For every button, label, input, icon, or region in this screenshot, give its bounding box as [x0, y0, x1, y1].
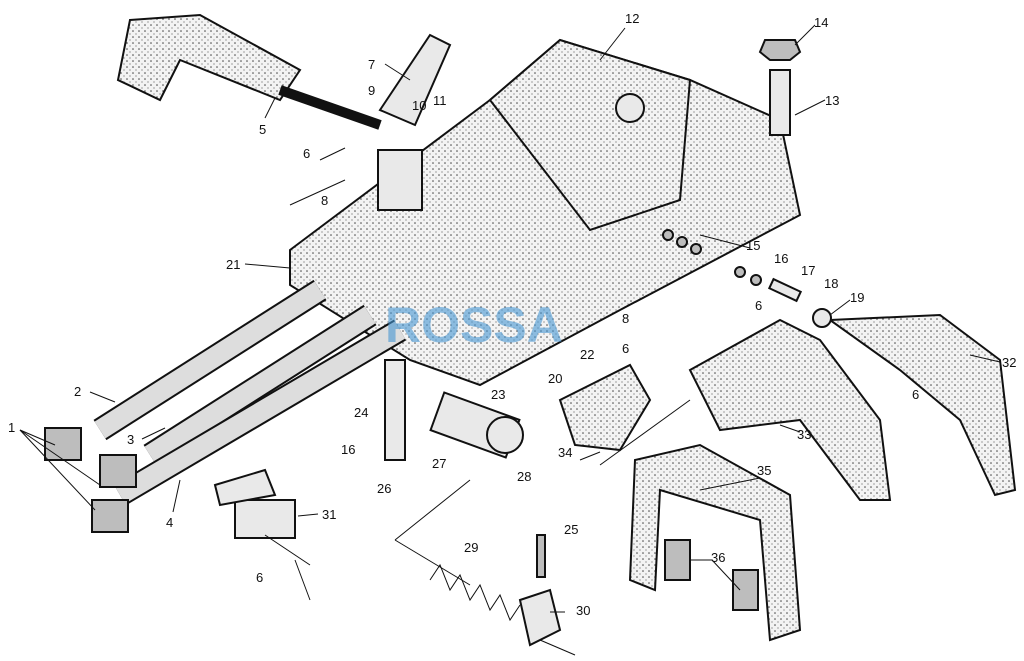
callout-10: 10: [412, 98, 427, 113]
shift-fork-33: [688, 318, 892, 501]
rod-caps: [44, 427, 137, 533]
callout-30: 30: [576, 603, 591, 618]
callout-3: 3: [127, 432, 135, 447]
callout-9: 9: [368, 83, 376, 98]
block-36b: [732, 569, 759, 611]
callout-33: 33: [797, 427, 812, 442]
boss-28: [486, 416, 524, 454]
block-36a: [664, 539, 691, 581]
plug-19: [812, 308, 832, 328]
detent-balls: [662, 229, 762, 286]
callout-6e: 6: [256, 570, 264, 585]
spring-29: [429, 563, 521, 622]
callout-20: 20: [548, 371, 563, 386]
callout-6d: 6: [912, 387, 920, 402]
callout-6: 6: [303, 146, 311, 161]
callout-29: 29: [464, 540, 479, 555]
shift-rods: [93, 279, 407, 506]
shaft-26: [384, 359, 406, 461]
nut: [758, 39, 802, 61]
callout-14: 14: [814, 15, 829, 30]
leader-lines: [19, 24, 1001, 656]
interlock-frame-35: [628, 443, 802, 642]
stud: [769, 69, 791, 136]
housing-cover: [488, 38, 692, 232]
callout-11: 11: [433, 93, 447, 108]
callout-16: 16: [774, 251, 789, 266]
lever-30: [518, 588, 562, 647]
callout-27: 27: [432, 456, 447, 471]
callout-12: 12: [625, 11, 640, 26]
callout-6b: 6: [622, 341, 630, 356]
callout-4: 4: [166, 515, 174, 530]
pin-25: [536, 534, 546, 578]
shaft-housing: [377, 149, 423, 211]
callout-26: 26: [377, 481, 392, 496]
callout-22: 22: [580, 347, 595, 362]
callout-24: 24: [354, 405, 369, 420]
callout-8b: 8: [622, 311, 630, 326]
callout-23: 23: [491, 387, 506, 402]
watermark-logo: ROSSA: [385, 297, 563, 353]
callout-19: 19: [850, 290, 865, 305]
callout-17: 17: [801, 263, 816, 278]
callout-16b: 16: [341, 442, 356, 457]
callout-7: 7: [368, 57, 376, 72]
collar-tab: [213, 468, 277, 507]
callout-18: 18: [824, 276, 839, 291]
bracket-34: [558, 363, 652, 452]
callout-34: 34: [558, 445, 573, 460]
callout-32: 32: [1002, 355, 1017, 370]
callout-8: 8: [321, 193, 329, 208]
callout-5: 5: [259, 122, 267, 137]
cover-plug: [615, 93, 645, 123]
spring-17: [767, 277, 803, 303]
callout-28: 28: [517, 469, 532, 484]
callout-6c: 6: [755, 298, 763, 313]
callout-36: 36: [711, 550, 726, 565]
callout-2: 2: [74, 384, 82, 399]
collar-31: [234, 499, 296, 539]
shift-lever-arm: [116, 13, 302, 102]
shift-fork-32: [827, 313, 1017, 497]
callout-25: 25: [564, 522, 579, 537]
callout-13: 13: [825, 93, 840, 108]
callout-21: 21: [226, 257, 241, 272]
callout-31: 31: [322, 507, 337, 522]
callout-15: 15: [746, 238, 761, 253]
callout-35: 35: [757, 463, 772, 478]
lever-7: [378, 33, 452, 127]
callout-1: 1: [8, 420, 16, 435]
